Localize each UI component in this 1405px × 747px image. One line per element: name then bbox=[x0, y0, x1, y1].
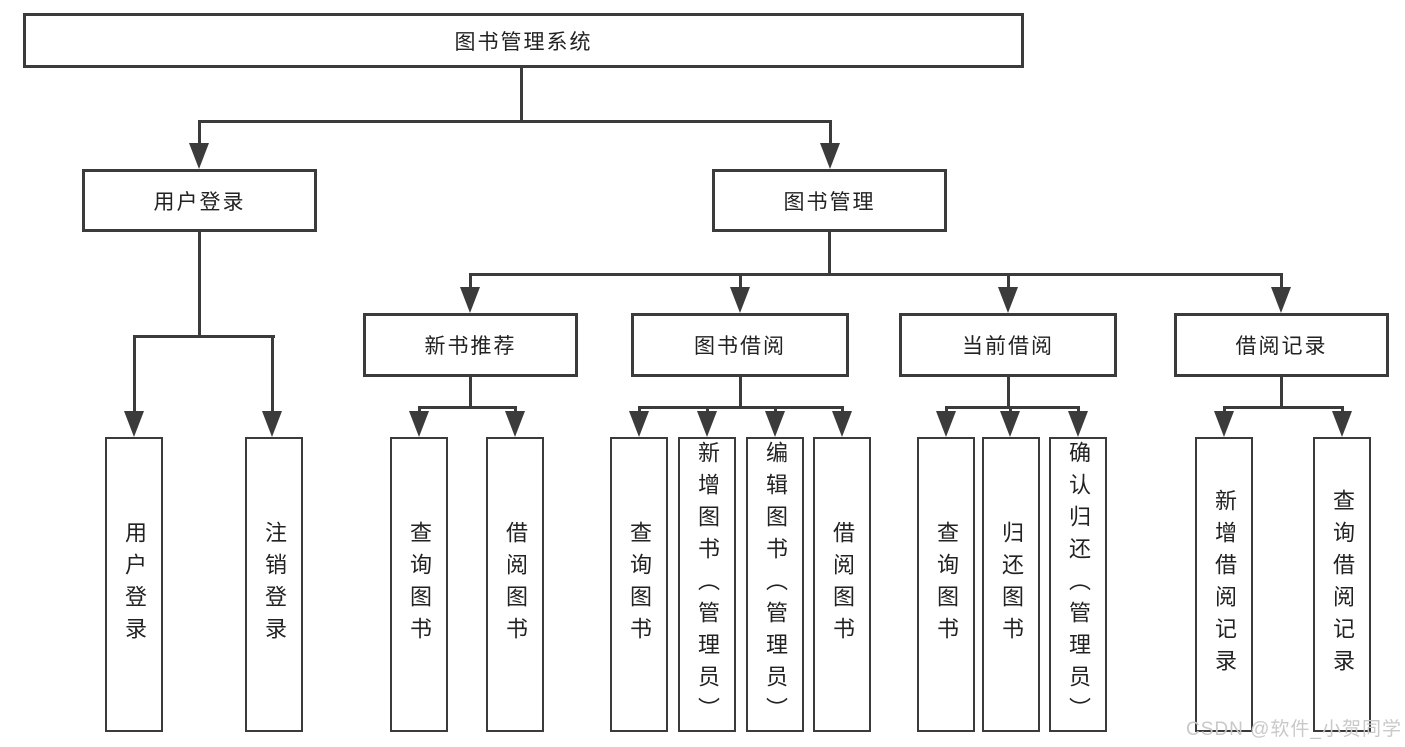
leaf-query-borrow-record: 查询借阅记录 bbox=[1313, 437, 1371, 732]
node-borrowing-records: 借阅记录 bbox=[1174, 313, 1389, 377]
leaf-query-books-2: 查询图书 bbox=[610, 437, 668, 732]
connector-bookmgmt-drop-3 bbox=[1007, 273, 1010, 289]
connector-sectionD-stub bbox=[1280, 377, 1283, 409]
arrowhead-down-icon bbox=[1271, 287, 1291, 313]
node-label: 当前借阅 bbox=[962, 335, 1054, 358]
leaf-label: 确认归还（管理员） bbox=[1066, 440, 1091, 729]
leaf-label: 借阅图书 bbox=[503, 520, 528, 649]
connector-root-stub bbox=[520, 68, 523, 123]
connector-sectionB-drop-4 bbox=[841, 406, 844, 415]
connector-sectionB-stub bbox=[739, 377, 742, 409]
csdn-watermark: CSDN @软件_小贺同学 bbox=[1186, 719, 1402, 740]
connector-root-drop-left bbox=[198, 120, 201, 146]
connector-bookmgmt-hline bbox=[469, 273, 1283, 276]
connector-sectionA-stub bbox=[469, 377, 472, 409]
arrowhead-down-icon bbox=[629, 411, 649, 437]
arrowhead-down-icon bbox=[460, 287, 480, 313]
leaf-borrow-books-1: 借阅图书 bbox=[486, 437, 544, 732]
arrowhead-down-icon bbox=[409, 411, 429, 437]
connector-sectionC-stub bbox=[1007, 377, 1010, 409]
connector-sectionA-drop-1 bbox=[418, 406, 421, 415]
arrowhead-down-icon bbox=[832, 411, 852, 437]
node-label: 图书管理 bbox=[783, 190, 876, 214]
connector-root-drop-right bbox=[829, 120, 832, 146]
node-book-management: 图书管理 bbox=[712, 169, 947, 232]
connector-sectionC-hline bbox=[945, 406, 1080, 409]
leaf-query-books-3: 查询图书 bbox=[917, 437, 975, 732]
leaf-label: 编辑图书（管理员） bbox=[763, 440, 788, 729]
leaf-label: 归还图书 bbox=[999, 520, 1024, 649]
leaf-label: 新增借阅记录 bbox=[1212, 488, 1237, 681]
arrowhead-down-icon bbox=[765, 411, 785, 437]
leaf-label: 查询图书 bbox=[934, 520, 959, 649]
leaf-label: 新增图书（管理员） bbox=[695, 440, 720, 729]
connector-sectionA-drop-2 bbox=[514, 406, 517, 415]
arrowhead-down-icon bbox=[505, 411, 525, 437]
connector-sectionD-drop-1 bbox=[1223, 406, 1226, 415]
node-label: 新书推荐 bbox=[424, 335, 517, 358]
leaf-borrow-books-2: 借阅图书 bbox=[813, 437, 871, 732]
connector-sectionB-drop-1 bbox=[638, 406, 641, 415]
leaf-label: 查询借阅记录 bbox=[1330, 488, 1355, 681]
leaf-edit-books-admin: 编辑图书（管理员） bbox=[746, 437, 804, 732]
leaf-logout: 注销登录 bbox=[245, 437, 303, 732]
arrowhead-down-icon bbox=[262, 411, 282, 437]
connector-userlogin-drop-1 bbox=[133, 335, 136, 413]
connector-userlogin-hline bbox=[133, 335, 275, 338]
arrowhead-down-icon bbox=[730, 287, 750, 313]
leaf-label: 用户登录 bbox=[122, 520, 147, 649]
connector-sectionB-drop-2 bbox=[706, 406, 709, 415]
connector-root-hline bbox=[198, 120, 832, 123]
connector-sectionB-drop-3 bbox=[774, 406, 777, 415]
arrowhead-down-icon bbox=[820, 143, 840, 169]
arrowhead-down-icon bbox=[1332, 411, 1352, 437]
connector-bookmgmt-stub bbox=[828, 232, 831, 276]
arrowhead-down-icon bbox=[124, 411, 144, 437]
leaf-query-books-1: 查询图书 bbox=[390, 437, 448, 732]
connector-sectionB-hline bbox=[638, 406, 844, 409]
node-new-book-recommendation: 新书推荐 bbox=[363, 313, 578, 377]
arrowhead-down-icon bbox=[936, 411, 956, 437]
connector-userlogin-drop-2 bbox=[271, 335, 274, 413]
node-current-borrowing: 当前借阅 bbox=[899, 313, 1117, 377]
connector-sectionC-drop-3 bbox=[1077, 406, 1080, 415]
arrowhead-down-icon bbox=[1000, 411, 1020, 437]
node-label: 图书管理系统 bbox=[454, 30, 593, 54]
connector-userlogin-stub bbox=[198, 232, 201, 338]
leaf-add-books-admin: 新增图书（管理员） bbox=[678, 437, 736, 732]
leaf-confirm-return-admin: 确认归还（管理员） bbox=[1049, 437, 1107, 732]
connector-sectionD-drop-2 bbox=[1341, 406, 1344, 415]
node-library-management-system: 图书管理系统 bbox=[23, 13, 1024, 68]
arrowhead-down-icon bbox=[998, 287, 1018, 313]
node-book-borrowing: 图书借阅 bbox=[631, 313, 849, 377]
arrowhead-down-icon bbox=[189, 143, 209, 169]
leaf-return-books: 归还图书 bbox=[982, 437, 1040, 732]
connector-sectionC-drop-2 bbox=[1009, 406, 1012, 415]
connector-sectionC-drop-1 bbox=[945, 406, 948, 415]
node-user-login: 用户登录 bbox=[82, 169, 317, 232]
node-label: 用户登录 bbox=[153, 190, 246, 214]
connector-sectionA-hline bbox=[418, 406, 517, 409]
connector-bookmgmt-drop-4 bbox=[1280, 273, 1283, 289]
arrowhead-down-icon bbox=[1068, 411, 1088, 437]
connector-bookmgmt-drop-1 bbox=[469, 273, 472, 289]
node-label: 图书借阅 bbox=[694, 335, 786, 358]
leaf-label: 注销登录 bbox=[262, 520, 287, 649]
arrowhead-down-icon bbox=[697, 411, 717, 437]
leaf-label: 查询图书 bbox=[407, 520, 432, 649]
leaf-label: 借阅图书 bbox=[830, 520, 855, 649]
connector-bookmgmt-drop-2 bbox=[739, 273, 742, 289]
arrowhead-down-icon bbox=[1214, 411, 1234, 437]
node-label: 借阅记录 bbox=[1235, 335, 1328, 358]
leaf-label: 查询图书 bbox=[627, 520, 652, 649]
leaf-add-borrow-record: 新增借阅记录 bbox=[1195, 437, 1253, 732]
connector-sectionD-hline bbox=[1223, 406, 1344, 409]
leaf-user-login: 用户登录 bbox=[105, 437, 163, 732]
